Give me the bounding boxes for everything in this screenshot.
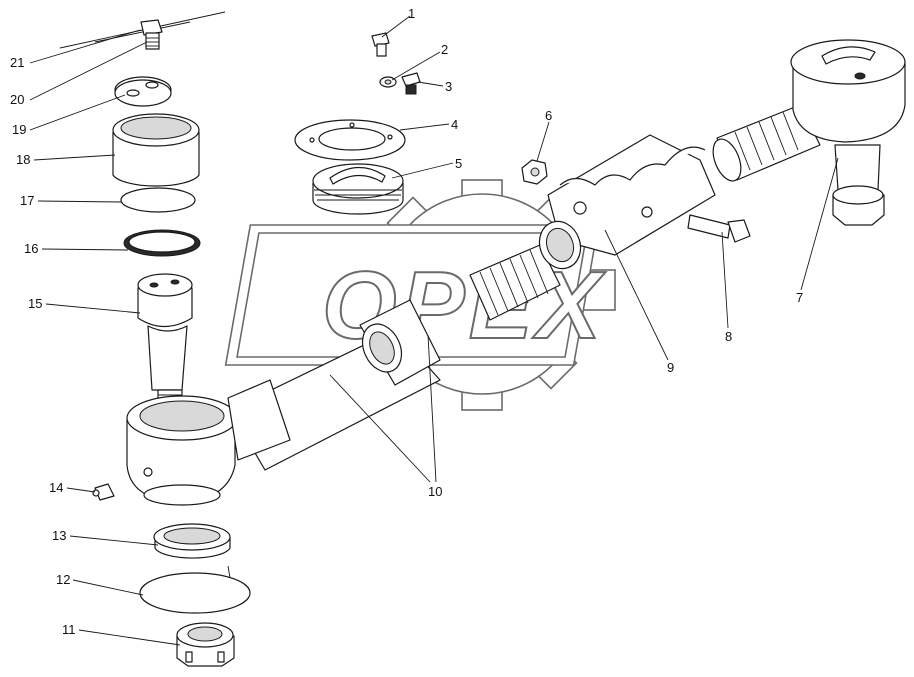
part-8-bolt [687,214,751,243]
callout-21: 21 [10,55,24,70]
callout-1: 1 [408,6,415,21]
callout-18: 18 [16,152,30,167]
part-16-seal [123,229,201,257]
callout-6: 6 [545,108,552,123]
part-3-screw [401,72,421,95]
callout-13: 13 [52,528,66,543]
part-20-bolt [59,11,226,50]
part-9-clamp [538,134,716,270]
callout-20: 20 [10,92,24,107]
part-7-tie-rod-end [712,39,906,226]
callout-3: 3 [445,79,452,94]
part-11-castle-nut [176,622,235,667]
part-12-circlip [139,565,251,614]
callout-8: 8 [725,329,732,344]
callout-16: 16 [24,241,38,256]
part-2-washer [379,76,397,88]
callout-11: 11 [62,622,76,637]
callout-labels: 1 2 3 4 5 6 7 8 9 10 11 12 13 14 15 16 1… [10,6,803,637]
callout-17: 17 [20,193,34,208]
part-18-cup [112,113,200,187]
callout-9: 9 [667,360,674,375]
callout-2: 2 [441,42,448,57]
part-19-plate [114,76,172,107]
part-13-bushing [153,523,231,559]
callout-15: 15 [28,296,42,311]
left-tie-rod-end [126,379,291,506]
leader-lines [29,15,839,646]
callout-5: 5 [455,156,462,171]
part-14-fitting [92,483,115,501]
callout-10: 10 [428,484,442,499]
part-5-plug [312,163,404,215]
part-17-ring [120,187,196,213]
callout-19: 19 [12,122,26,137]
part-1-bolt [371,32,390,57]
callout-4: 4 [451,117,458,132]
part-6-nut [521,159,548,185]
callout-12: 12 [56,572,70,587]
part-4-gasket [294,119,406,161]
callout-14: 14 [49,480,63,495]
callout-7: 7 [796,290,803,305]
